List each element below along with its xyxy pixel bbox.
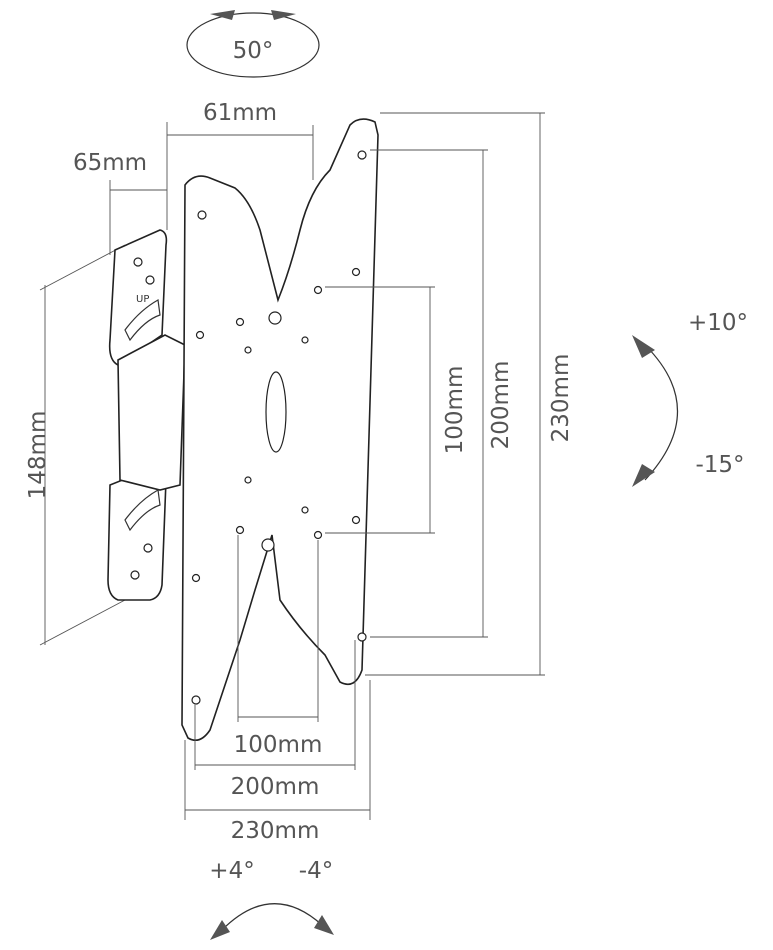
- arrow-icon: [210, 920, 230, 940]
- rotation-plus-label: +4°: [209, 858, 254, 884]
- rotation-minus-label: -4°: [299, 858, 333, 884]
- tilt-indicator: +10° -15°: [632, 310, 748, 487]
- vesa-v-100-label: 100mm: [442, 366, 468, 455]
- arrow-icon: [632, 464, 655, 487]
- center-slot: [265, 371, 287, 453]
- tilt-up-label: +10°: [688, 310, 748, 336]
- vesa-h-200-label: 200mm: [231, 774, 320, 800]
- vesa-v-200-label: 200mm: [488, 361, 514, 450]
- vesa-h-100-label: 100mm: [234, 732, 323, 758]
- vertical-dimensions: 100mm 200mm 230mm: [325, 112, 574, 676]
- tilt-down-label: -15°: [695, 452, 744, 478]
- vesa-v-230-label: 230mm: [548, 354, 574, 443]
- arrow-icon: [271, 10, 296, 20]
- vesa-h-230-label: 230mm: [231, 818, 320, 844]
- rotation-indicator: +4° -4°: [209, 858, 334, 940]
- arm-width-label: 61mm: [203, 100, 277, 126]
- swivel-indicator: 50°: [186, 10, 320, 78]
- arrow-icon: [314, 915, 334, 935]
- wall-plate-height-label: 148mm: [25, 411, 51, 500]
- top-dimensions: 61mm 65mm: [73, 100, 314, 255]
- mount-holes: [191, 150, 367, 705]
- swivel-label: 50°: [233, 38, 274, 64]
- wall-plate-dimension: 148mm: [25, 244, 126, 646]
- up-mark: UP: [136, 294, 149, 305]
- wall-depth-label: 65mm: [73, 150, 147, 176]
- wall-plate: UP: [107, 229, 186, 601]
- arrow-icon: [632, 335, 655, 358]
- horizontal-dimensions: 100mm 200mm 230mm: [184, 535, 371, 844]
- arrow-icon: [210, 10, 235, 20]
